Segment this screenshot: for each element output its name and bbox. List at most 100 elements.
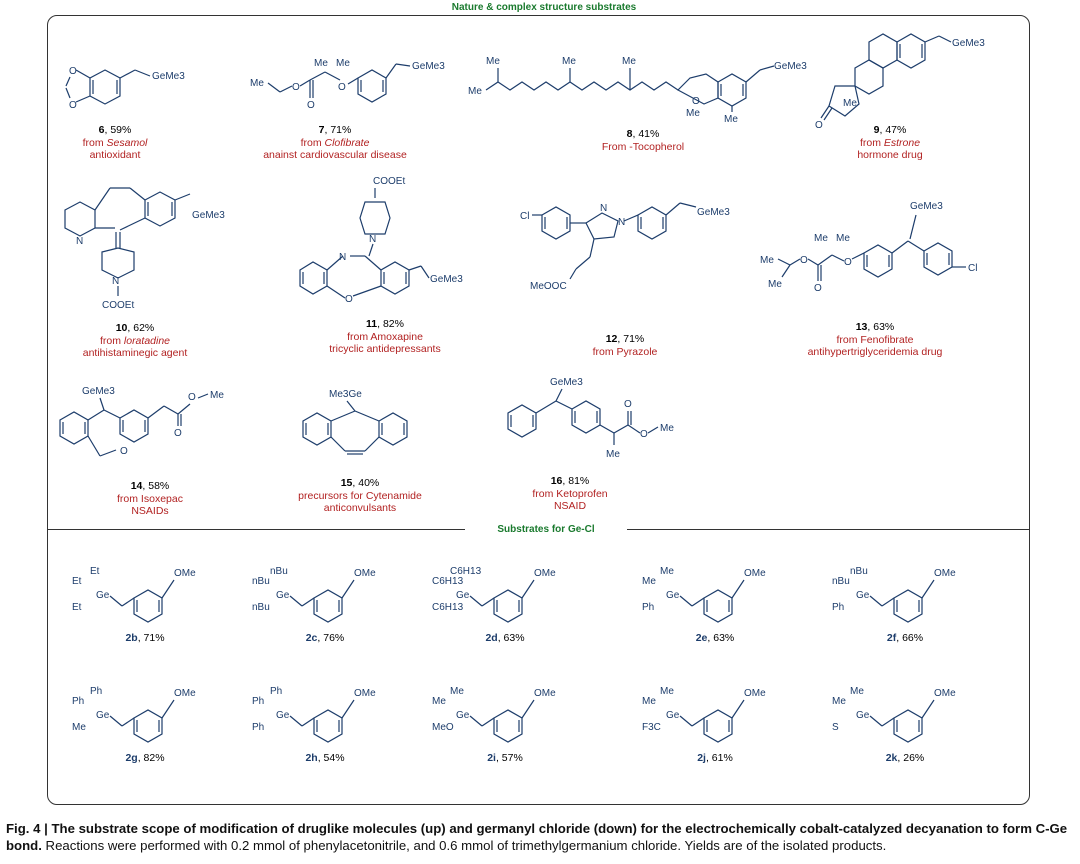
svg-text:Me: Me — [336, 58, 350, 69]
svg-text:Me: Me — [814, 233, 828, 244]
compound-15-structure: Me3Ge — [302, 389, 408, 455]
svg-text:GeMe3: GeMe3 — [192, 210, 225, 221]
compound-14: GeMe3 O O O Me 14, 58% from Isoxepac NSA… — [59, 380, 240, 517]
svg-text:OMe: OMe — [744, 568, 766, 579]
svg-text:GeMe3: GeMe3 — [412, 61, 445, 72]
svg-text:GeMe3: GeMe3 — [697, 207, 730, 218]
figure-caption: Fig. 4 | The substrate scope of modifica… — [6, 820, 1076, 854]
compound-2d-caption: 2d, 63% — [485, 632, 525, 644]
caption-title: The substrate scope of modification of d… — [6, 821, 1068, 853]
svg-text:Ge: Ge — [96, 710, 110, 721]
compound-9-structure: GeMe3 O Me — [815, 33, 985, 131]
svg-text:Me: Me — [843, 98, 857, 109]
compound-10: N GeMe3 N COOEt 10, 62% from loratadine … — [60, 180, 225, 360]
svg-text:Me: Me — [686, 108, 700, 119]
svg-text:O: O — [69, 100, 77, 111]
svg-text:C6H13: C6H13 — [432, 576, 464, 587]
svg-text:OMe: OMe — [744, 688, 766, 699]
svg-text:O: O — [815, 120, 823, 131]
svg-text:Me: Me — [606, 449, 620, 460]
svg-text:Ge: Ge — [456, 710, 470, 721]
svg-text:OMe: OMe — [934, 688, 956, 699]
svg-text:Me: Me — [562, 56, 576, 67]
compound-2j-caption: 2j, 61% — [697, 752, 733, 764]
svg-text:Me: Me — [832, 696, 846, 707]
compound-15: Me3Ge 15, 40% precursors for Cytenamide … — [285, 385, 435, 515]
svg-text:Me: Me — [660, 566, 674, 577]
svg-text:Me: Me — [642, 696, 656, 707]
compound-2c-caption: 2c, 76% — [305, 632, 345, 644]
compound-2f-caption: 2f, 66% — [886, 632, 924, 644]
svg-text:N: N — [369, 234, 376, 245]
svg-text:Me: Me — [314, 58, 328, 69]
svg-text:OMe: OMe — [534, 688, 556, 699]
svg-text:Ge: Ge — [96, 590, 110, 601]
svg-text:Me: Me — [72, 722, 86, 733]
svg-text:O: O — [800, 255, 808, 266]
svg-text:Me: Me — [250, 78, 264, 89]
compound-16-structure: GeMe3 Me O O Me — [507, 377, 674, 460]
svg-text:OMe: OMe — [934, 568, 956, 579]
svg-text:N: N — [112, 276, 119, 287]
svg-text:GeMe3: GeMe3 — [550, 377, 583, 388]
svg-text:F3C: F3C — [642, 722, 661, 733]
compound-2h-caption: 2h, 54% — [305, 752, 345, 764]
svg-text:Ph: Ph — [270, 686, 282, 697]
svg-text:Me: Me — [432, 696, 446, 707]
svg-text:Me: Me — [450, 686, 464, 697]
svg-text:Me: Me — [660, 423, 674, 434]
svg-text:Ph: Ph — [90, 686, 102, 697]
section-title-natural: Nature & complex structure substrates — [410, 2, 678, 13]
svg-text:N: N — [618, 217, 625, 228]
svg-text:GeMe3: GeMe3 — [910, 201, 943, 212]
svg-text:MeO: MeO — [432, 722, 454, 733]
svg-text:Me: Me — [210, 390, 224, 401]
svg-text:nBu: nBu — [850, 566, 868, 577]
svg-text:Me: Me — [486, 56, 500, 67]
compound-9: GeMe3 O Me 9, 47% from Estrone hormone d… — [815, 22, 985, 162]
svg-text:O: O — [624, 399, 632, 410]
svg-text:Et: Et — [72, 602, 82, 613]
svg-text:nBu: nBu — [270, 566, 288, 577]
svg-text:Me: Me — [850, 686, 864, 697]
svg-text:Ge: Ge — [856, 590, 870, 601]
svg-text:nBu: nBu — [832, 576, 850, 587]
svg-text:Me: Me — [622, 56, 636, 67]
svg-text:Cl: Cl — [968, 263, 977, 274]
svg-text:Me: Me — [468, 86, 482, 97]
svg-text:C6H13: C6H13 — [450, 566, 482, 577]
compound-2k-caption: 2k, 26% — [885, 752, 925, 764]
svg-text:O: O — [292, 82, 300, 93]
svg-text:OMe: OMe — [174, 688, 196, 699]
svg-text:GeMe3: GeMe3 — [152, 71, 185, 82]
svg-text:Ge: Ge — [856, 710, 870, 721]
svg-text:Ph: Ph — [252, 722, 264, 733]
svg-text:Ph: Ph — [832, 602, 844, 613]
svg-text:nBu: nBu — [252, 602, 270, 613]
figure-frame — [47, 15, 1030, 805]
compound-16: GeMe3 Me O O Me 16, 81% from Ketoprofen … — [500, 375, 680, 515]
svg-text:GeMe3: GeMe3 — [82, 386, 115, 397]
svg-text:Et: Et — [90, 566, 100, 577]
svg-text:Ge: Ge — [666, 590, 680, 601]
svg-text:N: N — [339, 252, 346, 263]
svg-text:O: O — [69, 66, 77, 77]
compound-6-structure: O O GeMe3 — [65, 66, 185, 111]
svg-text:Me: Me — [768, 279, 782, 290]
svg-text:Ph: Ph — [72, 696, 84, 707]
compound-2g-caption: 2g, 82% — [125, 752, 165, 764]
svg-text:Me: Me — [760, 255, 774, 266]
svg-text:Me: Me — [642, 576, 656, 587]
